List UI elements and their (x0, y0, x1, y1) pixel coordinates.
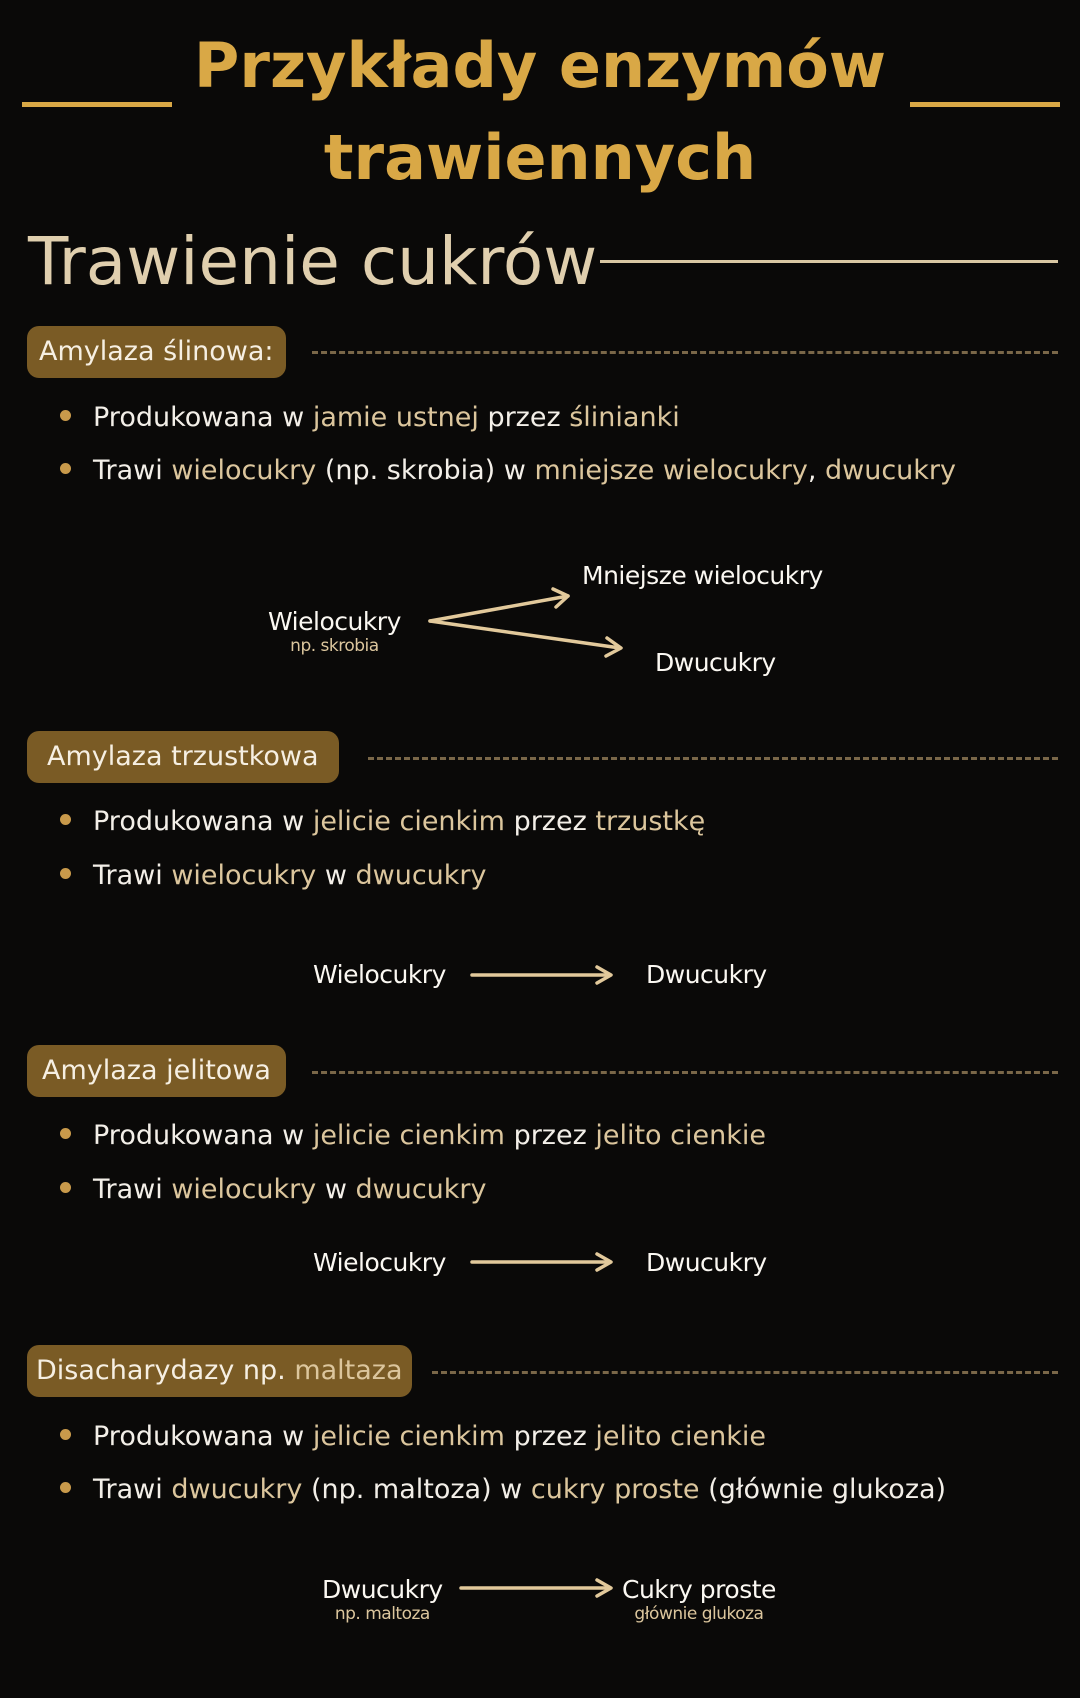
diagram-target: Dwucukry (646, 960, 767, 989)
bullet-dot (60, 1182, 71, 1193)
bullet-dot (60, 410, 71, 421)
bullet-dot (60, 868, 71, 879)
arrow-icon (428, 619, 623, 658)
enzyme-label-amylaza-jelitowa: Amylaza jelitowa (27, 1045, 286, 1097)
arrow-icon (428, 587, 570, 623)
bullet-item: Trawi wielocukry (np. skrobia) w mniejsz… (60, 453, 956, 489)
bullet-dot (60, 463, 71, 474)
diagram-source: Wielocukry (313, 1248, 446, 1277)
diagram-source: Wielocukry (313, 960, 446, 989)
diagram-target-2: Dwucukry (655, 648, 776, 677)
arrow-icon (459, 1578, 613, 1598)
bullet-dot (60, 1429, 71, 1440)
dashed-rule (368, 757, 1058, 760)
bullet-item: Produkowana w jelicie cienkim przez jeli… (60, 1118, 766, 1154)
dashed-rule (312, 1071, 1058, 1074)
enzyme-label-amylaza-trzustkowa: Amylaza trzustkowa (27, 731, 339, 783)
bullet-item: Trawi dwucukry (np. maltoza) w cukry pro… (60, 1472, 946, 1508)
bullet-dot (60, 1482, 71, 1493)
bullet-item: Trawi wielocukry w dwucukry (60, 858, 487, 894)
enzyme-label-disacharydazy: Disacharydazy np. maltaza (27, 1345, 412, 1397)
title-rule-right (910, 102, 1060, 107)
bullet-item: Produkowana w jelicie cienkim przez jeli… (60, 1419, 766, 1455)
enzyme-label-amylaza-slinowa: Amylaza ślinowa: (27, 326, 286, 378)
diagram-target: Dwucukry (646, 1248, 767, 1277)
bullet-dot (60, 814, 71, 825)
bullet-item: Trawi wielocukry w dwucukry (60, 1172, 487, 1208)
arrow-icon (470, 965, 613, 985)
bullet-item: Produkowana w jamie ustnej przez ślinian… (60, 400, 680, 436)
title-line-2: trawiennych (323, 121, 757, 194)
heading-rule (600, 260, 1058, 263)
section-heading: Trawienie cukrów (28, 223, 598, 300)
bullet-dot (60, 1128, 71, 1139)
arrow-icon (470, 1252, 613, 1272)
title-line-1: Przykłady enzymów (193, 29, 887, 102)
title-rule-left (22, 102, 172, 107)
dashed-rule (312, 351, 1058, 354)
page-title: Przykłady enzymów trawiennych (0, 20, 1080, 204)
bullet-item: Produkowana w jelicie cienkim przez trzu… (60, 804, 705, 840)
diagram-target-1: Mniejsze wielocukry (582, 561, 823, 590)
dashed-rule (432, 1371, 1058, 1374)
